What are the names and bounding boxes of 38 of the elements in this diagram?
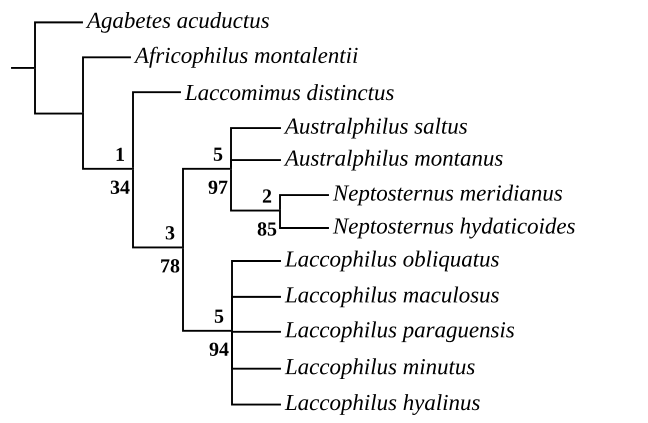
taxon-label: Neptosternus hydaticoides: [332, 218, 575, 238]
branch: [82, 56, 131, 113]
taxon-label: Australphilus montanus: [284, 150, 503, 170]
taxon-label: Australphilus saltus: [284, 118, 467, 138]
support-value: 85: [258, 222, 276, 236]
branch: [231, 330, 281, 334]
support-value: 5: [214, 148, 222, 161]
branch: [34, 68, 82, 114]
taxon-label: Agabetes acuductus: [86, 12, 269, 33]
taxon-label: Neptosternus meridianus: [332, 184, 562, 206]
taxon-label: Laccophilus minutus: [284, 358, 475, 380]
branch: [182, 248, 232, 332]
branch: [11, 67, 34, 69]
taxon-label: Laccophilus hyalinus: [284, 394, 480, 415]
branch: [279, 194, 329, 210]
taxon-label: Laccophilus obliquatus: [284, 250, 499, 272]
branch: [132, 91, 181, 168]
branch: [82, 114, 132, 170]
support-value: 34: [110, 180, 130, 194]
branch: [182, 168, 230, 246]
taxon-label: Laccomimus distinctus: [184, 84, 394, 100]
support-value: 2: [262, 189, 272, 203]
branch: [231, 332, 281, 406]
branch: [34, 21, 83, 67]
taxon-label: Laccophilus paraguensis: [284, 321, 514, 342]
taxon-label: Laccophilus maculosus: [284, 286, 499, 308]
branch: [230, 170, 280, 212]
support-value: 1: [116, 148, 124, 161]
support-value: 97: [208, 180, 228, 194]
taxon-label: Africophilus montalentii: [134, 46, 358, 68]
branch: [132, 170, 182, 248]
branch: [230, 159, 281, 168]
branch: [279, 212, 329, 229]
support-value: 5: [214, 310, 224, 323]
branch: [231, 296, 281, 330]
support-value: 78: [161, 259, 180, 273]
support-value: 3: [166, 226, 174, 240]
support-value: 94: [210, 342, 229, 356]
